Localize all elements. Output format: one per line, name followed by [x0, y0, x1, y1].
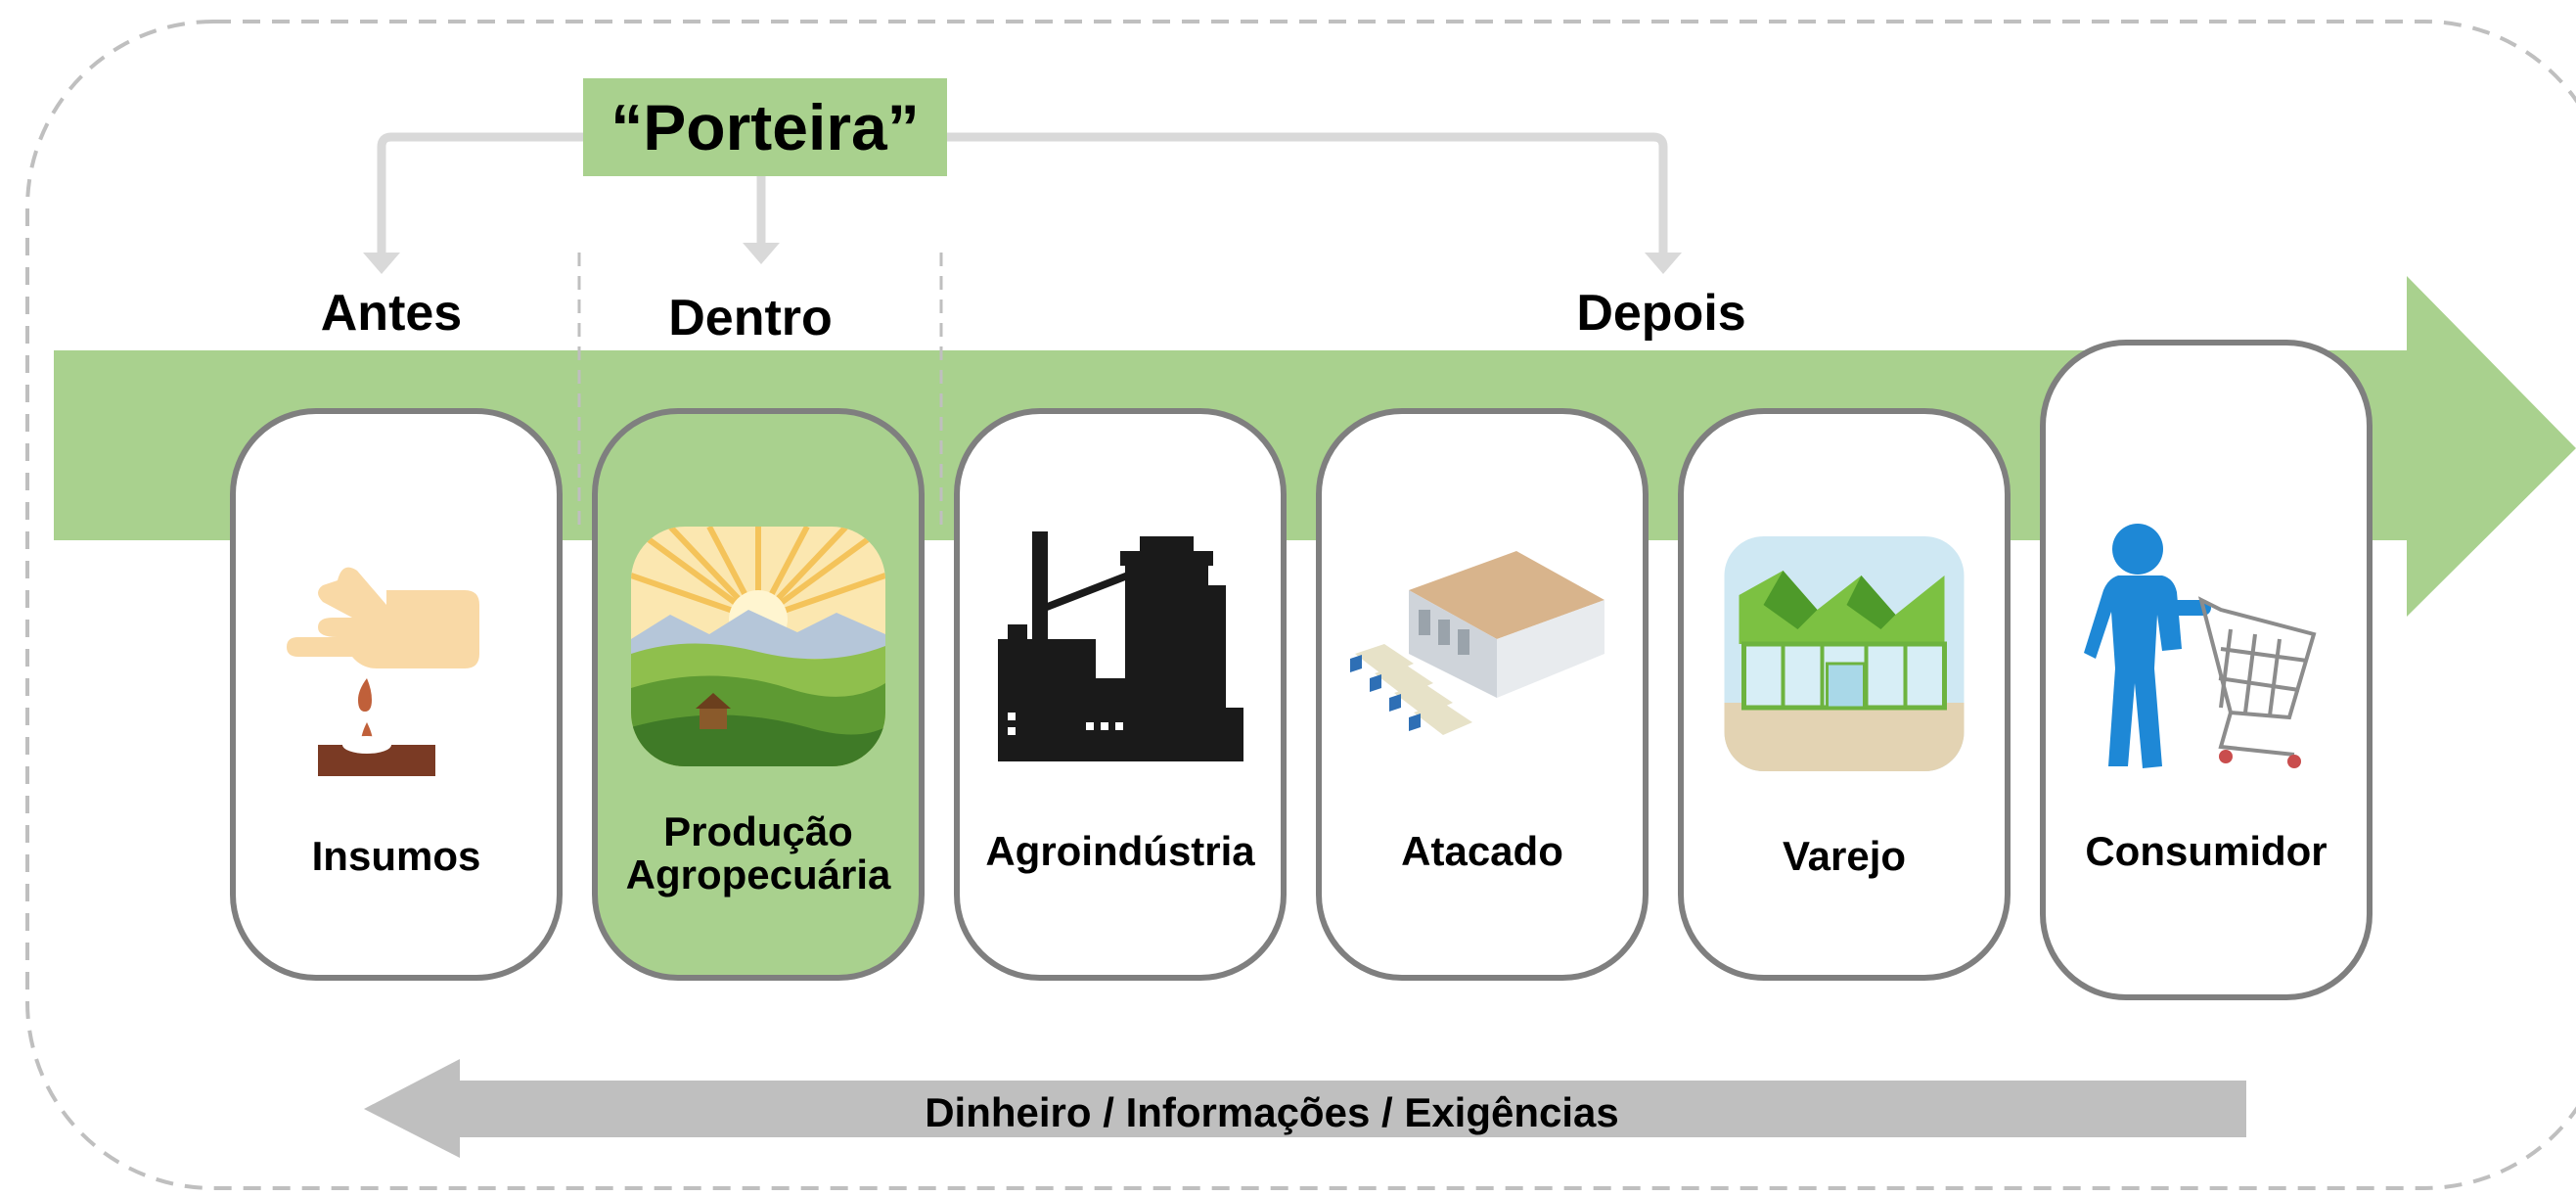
farmland-landscape-icon [631, 527, 885, 766]
back-flow-label: Dinheiro / Informações / Exigências [925, 1089, 1619, 1135]
stage-label-depois: Depois [1576, 285, 1746, 342]
card-insumos: Insumos [230, 408, 563, 981]
warehouse-trucks-icon [1350, 551, 1604, 735]
retail-store-icon [1724, 536, 1965, 771]
factory-icon [998, 531, 1243, 761]
card-agroindustria: Agroindústria [954, 408, 1287, 981]
card-label-consumidor: Consumidor [2085, 828, 2327, 874]
gate-connectors [377, 132, 1668, 259]
card-label-atacado: Atacado [1401, 828, 1563, 874]
stage-label-antes: Antes [320, 285, 463, 342]
card-atacado: Atacado [1316, 408, 1649, 981]
card-label-agroindustria: Agroindústria [985, 828, 1255, 874]
porteira-label: “Porteira” [610, 91, 920, 163]
hand-seed-icon [287, 567, 479, 776]
card-varejo: Varejo [1678, 408, 2011, 981]
outer-frame [25, 20, 2576, 1190]
card-label-insumos: Insumos [311, 833, 481, 879]
card-producao: Produção Agropecuária [592, 408, 925, 981]
porteira-box: “Porteira” [583, 78, 947, 176]
gate-arrowheads [363, 243, 1682, 274]
back-flow-arrow [364, 1059, 2246, 1158]
card-consumidor: Consumidor [2040, 340, 2373, 1000]
card-label-varejo: Varejo [1782, 833, 1907, 879]
stage-label-dentro: Dentro [668, 290, 833, 346]
shopper-cart-icon [2084, 524, 2317, 768]
card-label-producao: Produção Agropecuária [625, 808, 891, 898]
